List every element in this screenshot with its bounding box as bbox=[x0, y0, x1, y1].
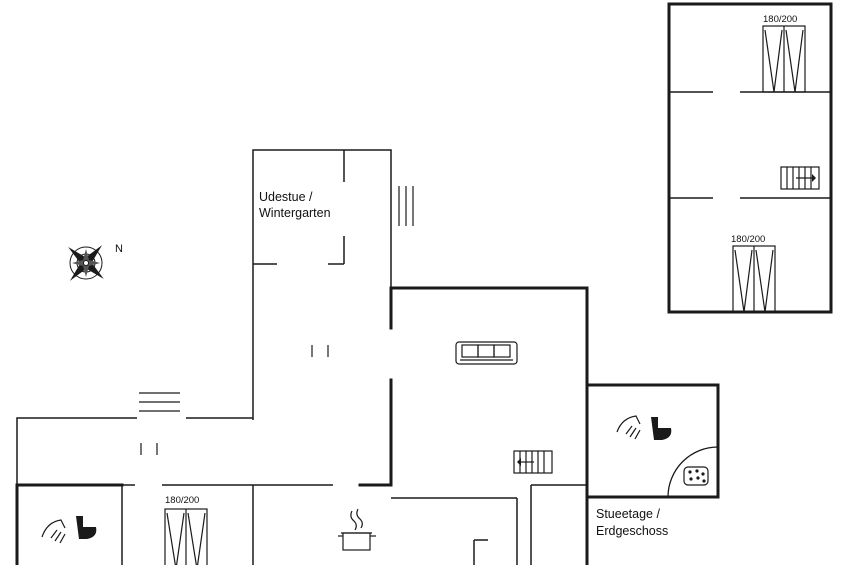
upper-floor-plan bbox=[667, 2, 833, 314]
whirlpool-icon bbox=[683, 466, 709, 486]
stairs-icon bbox=[780, 166, 820, 190]
compass-north-label: N bbox=[115, 243, 123, 255]
compass-icon bbox=[68, 245, 104, 281]
bed-size-label: 180/200 bbox=[731, 234, 766, 245]
sunroom-plan bbox=[252, 149, 414, 420]
toilet-icon bbox=[76, 516, 97, 539]
sunroom-label-line2: Wintergarten bbox=[259, 206, 331, 220]
bed-size-label: 180/200 bbox=[763, 14, 798, 25]
hall-plan bbox=[16, 392, 253, 565]
bed-size-label: 180/200 bbox=[165, 495, 200, 506]
stairs-icon bbox=[513, 450, 553, 474]
ground-floor-plan bbox=[15, 286, 720, 565]
double-bed-icon bbox=[732, 245, 776, 313]
ground-floor-label-line1: Stueetage / bbox=[596, 507, 660, 521]
toilet-icon bbox=[651, 417, 672, 440]
sunroom-label-line1: Udestue / bbox=[259, 190, 313, 204]
ground-floor-label-line2: Erdgeschoss bbox=[596, 524, 669, 538]
shower-icon bbox=[41, 519, 66, 544]
double-bed-icon bbox=[164, 508, 208, 565]
sofa-icon bbox=[455, 341, 518, 365]
double-bed-icon bbox=[762, 25, 806, 93]
shower-icon bbox=[616, 415, 641, 440]
cooking-pot-icon bbox=[338, 508, 376, 551]
